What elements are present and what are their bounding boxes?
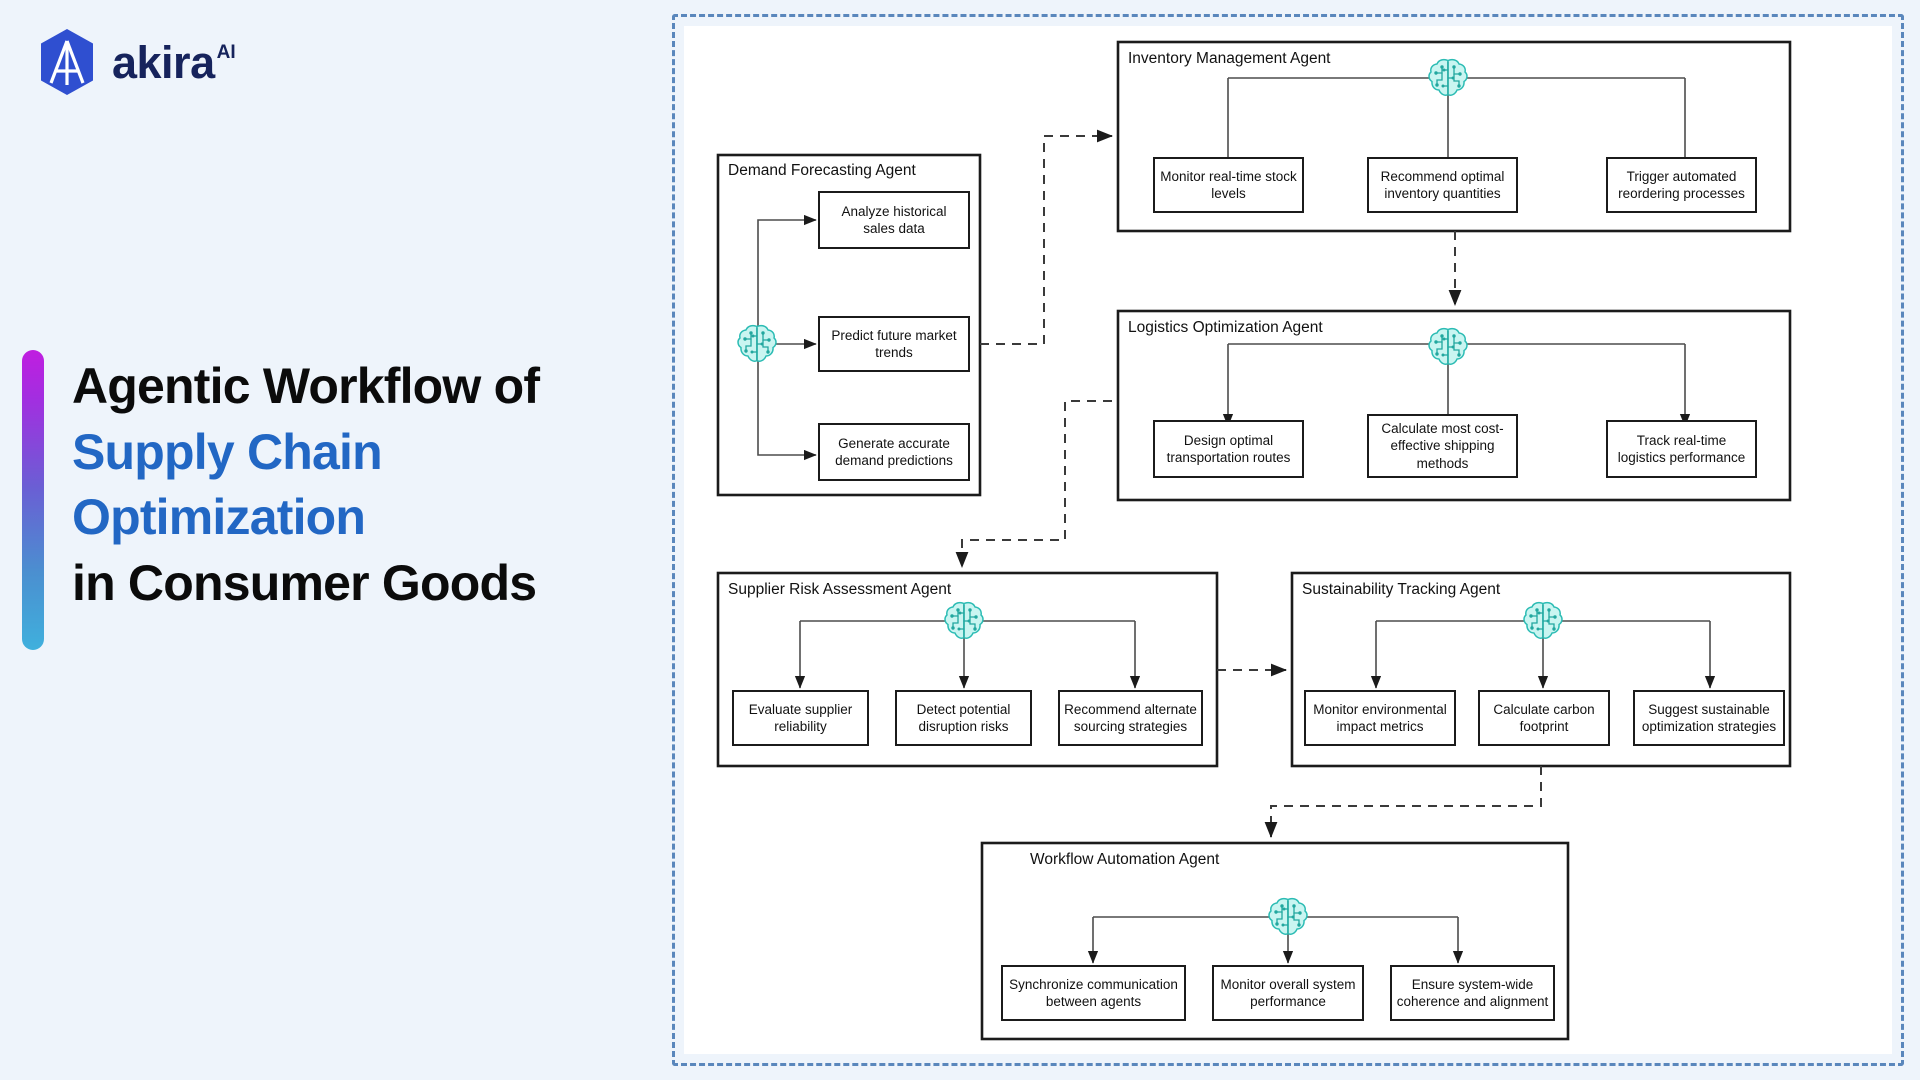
logo-wordmark: akira <box>112 36 215 88</box>
task-box[interactable]: Generate accurate demand predictions <box>818 423 970 481</box>
left-title-panel: akira AI Agentic Workflow of Supply Chai… <box>0 0 660 1080</box>
task-box[interactable]: Analyze historical sales data <box>818 191 970 249</box>
akira-hexagon-logo-icon <box>41 29 93 95</box>
task-box[interactable]: Recommend alternate sourcing strategies <box>1058 690 1203 746</box>
task-box[interactable]: Design optimal transportation routes <box>1153 420 1304 478</box>
task-box[interactable]: Recommend optimal inventory quantities <box>1367 157 1518 213</box>
task-box[interactable]: Calculate carbon footprint <box>1478 690 1610 746</box>
task-box[interactable]: Monitor real-time stock levels <box>1153 157 1304 213</box>
ai-brain-icon-sustainability <box>1519 597 1567 645</box>
ai-brain-icon-logistics-optimization <box>1424 323 1472 371</box>
agent-title-logistics-optimization: Logistics Optimization Agent <box>1128 319 1323 336</box>
ai-brain-icon-inventory-management <box>1424 54 1472 102</box>
title-line-3: Optimization <box>72 489 366 545</box>
akira-ai-logo[interactable]: akira AI <box>36 28 236 96</box>
task-box[interactable]: Monitor overall system performance <box>1212 965 1364 1021</box>
gradient-accent-bar <box>22 350 44 650</box>
diagram-dashed-frame <box>672 14 1904 1066</box>
title-line-1: Agentic Workflow of <box>72 358 540 414</box>
page-title-block: Agentic Workflow of Supply Chain Optimiz… <box>22 350 540 650</box>
task-box[interactable]: Monitor environmental impact metrics <box>1304 690 1456 746</box>
agent-title-workflow-automation: Workflow Automation Agent <box>1030 851 1220 868</box>
task-box[interactable]: Suggest sustainable optimization strateg… <box>1633 690 1785 746</box>
agent-title-inventory-management: Inventory Management Agent <box>1128 50 1331 67</box>
task-box[interactable]: Predict future market trends <box>818 316 970 372</box>
task-box[interactable]: Calculate most cost-effective shipping m… <box>1367 414 1518 478</box>
task-box[interactable]: Trigger automated reordering processes <box>1606 157 1757 213</box>
task-box[interactable]: Detect potential disruption risks <box>895 690 1032 746</box>
ai-brain-icon-supplier-risk <box>940 597 988 645</box>
agent-title-supplier-risk: Supplier Risk Assessment Agent <box>728 581 952 598</box>
title-line-2: Supply Chain <box>72 423 383 480</box>
task-box[interactable]: Evaluate supplier reliability <box>732 690 869 746</box>
agent-title-sustainability: Sustainability Tracking Agent <box>1302 581 1501 598</box>
task-box[interactable]: Track real-time logistics performance <box>1606 420 1757 478</box>
logo-superscript: AI <box>216 41 236 63</box>
ai-brain-icon-demand-forecasting <box>733 320 781 368</box>
page-title: Agentic Workflow of Supply Chain Optimiz… <box>72 350 540 650</box>
task-box[interactable]: Ensure system-wide coherence and alignme… <box>1390 965 1555 1021</box>
ai-brain-icon-workflow-automation <box>1264 893 1312 941</box>
title-line-4: in Consumer Goods <box>72 554 537 611</box>
agent-title-demand-forecasting: Demand Forecasting Agent <box>728 162 916 179</box>
task-box[interactable]: Synchronize communication between agents <box>1001 965 1186 1021</box>
